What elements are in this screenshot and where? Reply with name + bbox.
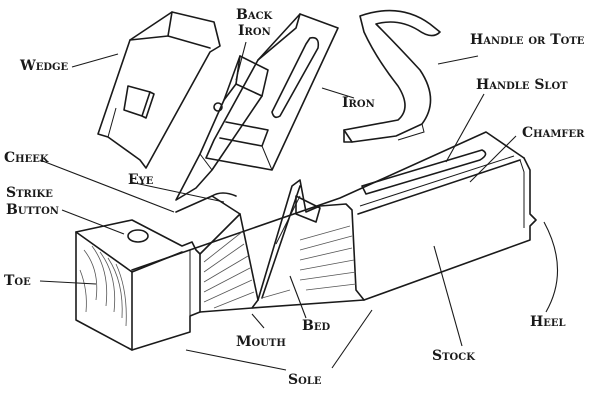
label-sole: Sole [288, 372, 322, 388]
labels: Wedge Back Iron Iron Handle or Tote Hand… [4, 7, 585, 388]
label-chamfer: Chamfer [522, 125, 585, 141]
label-back-iron-line2: Iron [238, 23, 271, 39]
label-iron: Iron [342, 95, 375, 111]
label-wedge: Wedge [19, 58, 69, 74]
leader-lines [39, 41, 559, 371]
label-heel: Heel [530, 314, 566, 330]
label-cheek: Cheek [4, 150, 49, 166]
label-back-iron-line1: Back [236, 7, 273, 23]
label-handle-slot: Handle Slot [476, 77, 568, 93]
iron-part [205, 13, 339, 171]
label-mouth: Mouth [236, 334, 286, 350]
stock-part [75, 131, 537, 351]
back-iron-part [175, 55, 269, 201]
label-eye: Eye [128, 172, 154, 188]
tote-part [343, 9, 441, 143]
label-handle-or-tote: Handle or Tote [470, 32, 585, 48]
label-toe: Toe [4, 273, 31, 289]
label-bed: Bed [302, 318, 330, 334]
label-stock: Stock [432, 348, 475, 364]
label-strike-button-line2: Button [6, 202, 59, 218]
wedge-part [97, 11, 221, 169]
label-strike-button-line1: Strike [6, 185, 53, 201]
